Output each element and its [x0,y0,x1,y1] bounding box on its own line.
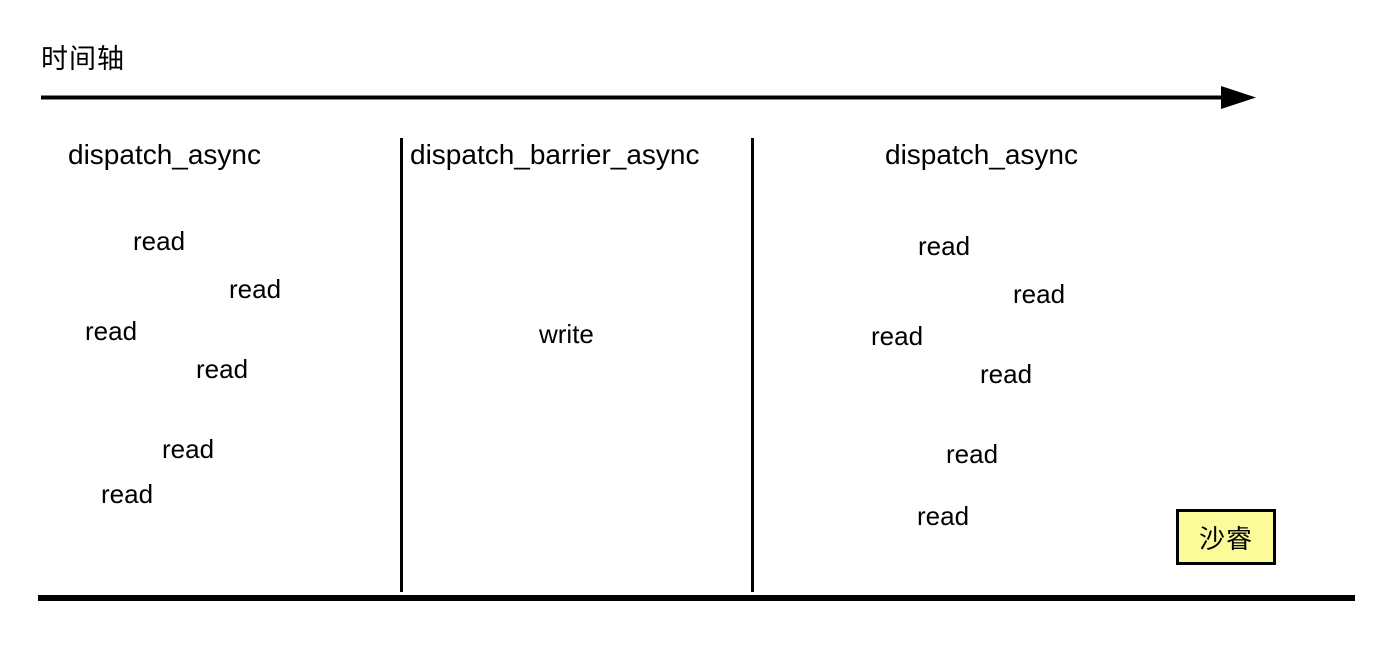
op-label-read: read [871,321,924,351]
column-header-dispatch-async-2: dispatch_async [885,139,1079,170]
op-label-read: read [918,231,971,261]
op-label-read: read [229,274,282,304]
page-title: 时间轴 [41,44,125,74]
op-label-read: read [917,501,970,531]
column-header-dispatch-barrier-async: dispatch_barrier_async [410,139,700,170]
watermark-badge: 沙睿 [1176,509,1276,565]
column-divider-2 [751,138,754,592]
op-label-write: write [539,319,594,349]
op-label-read: read [101,479,154,509]
op-label-read: read [133,226,186,256]
column-header-dispatch-async-1: dispatch_async [68,139,262,170]
op-label-read: read [162,434,215,464]
right-arrow-icon [41,86,1256,109]
column-divider-1 [400,138,403,592]
op-label-read: read [946,439,999,469]
timeline-axis-arrow [41,80,1256,116]
op-label-read: read [1013,279,1066,309]
op-label-read: read [85,316,138,346]
baseline-rule [38,595,1355,601]
op-label-read: read [980,359,1033,389]
op-label-read: read [196,354,249,384]
